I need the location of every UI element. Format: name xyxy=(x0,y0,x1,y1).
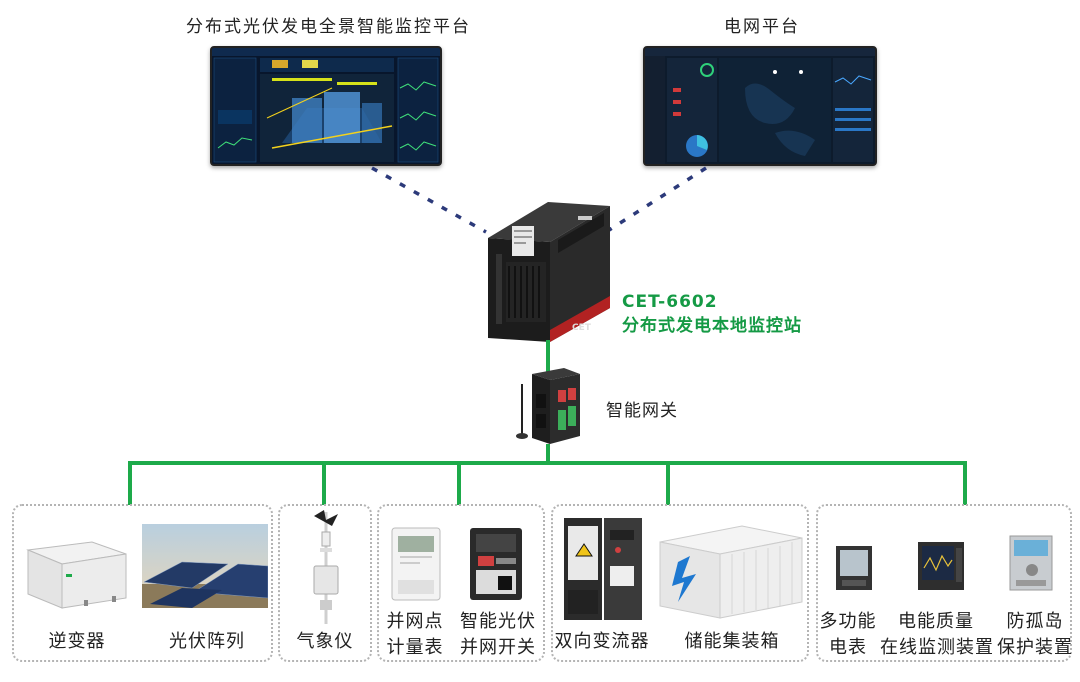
power-quality-label-line1: 电能质量 xyxy=(898,611,974,632)
storage-container-image xyxy=(659,525,803,619)
pv-switch-label-line1: 智能光伏 xyxy=(460,611,536,632)
monitoring-platform-screen xyxy=(210,46,442,166)
power-quality-monitor-image xyxy=(918,542,964,590)
power-quality-label-line2: 在线监测装置 xyxy=(880,637,994,658)
multifunction-meter-image xyxy=(836,546,872,590)
weather-station-image xyxy=(313,510,339,624)
multifunction-meter-label-line2: 电表 xyxy=(829,637,867,658)
station-label: CET-6602 分布式发电本地监控站 xyxy=(622,290,802,338)
converter-label: 双向变流器 xyxy=(554,631,650,652)
gateway-label: 智能网关 xyxy=(606,401,678,421)
weather-group xyxy=(278,504,372,662)
anti-islanding-device-image xyxy=(1009,535,1053,591)
left-platform-title: 分布式光伏发电全景智能监控平台 xyxy=(186,17,471,37)
multifunction-meter-label-line1: 多功能 xyxy=(819,611,877,632)
pv-switch-label-line2: 并网开关 xyxy=(460,637,536,658)
pv-grid-switch-image xyxy=(470,528,522,600)
station-name: 分布式发电本地监控站 xyxy=(622,316,802,336)
inverter-image xyxy=(26,541,127,609)
multifunction-meter-label: 多功能 电表 xyxy=(818,609,878,661)
grid-meter-label: 并网点 计量表 xyxy=(380,609,450,661)
right-platform-title: 电网平台 xyxy=(724,17,800,37)
anti-islanding-label-line1: 防孤岛 xyxy=(1006,611,1064,632)
storage-group xyxy=(551,504,809,662)
field-bus xyxy=(128,461,967,465)
weather-label: 气象仪 xyxy=(296,631,354,652)
inverter-label: 逆变器 xyxy=(48,631,106,652)
bus-drop-meter xyxy=(457,461,461,505)
grid-platform-screen xyxy=(643,46,877,166)
metering-group xyxy=(377,504,545,662)
monitoring-station-server xyxy=(488,202,610,342)
power-quality-label: 电能质量 在线监测装置 xyxy=(880,609,994,661)
pv-array-label: 光伏阵列 xyxy=(169,631,245,652)
protection-group xyxy=(816,504,1072,662)
grid-meter-image xyxy=(391,527,441,601)
pv-switch-label: 智能光伏 并网开关 xyxy=(455,609,541,661)
station-model: CET-6602 xyxy=(622,292,718,312)
grid-meter-label-line2: 计量表 xyxy=(386,637,444,658)
bus-drop-inverter xyxy=(128,461,132,505)
pv-array-image xyxy=(142,524,268,608)
server-gateway-link xyxy=(546,340,550,372)
bus-drop-protection xyxy=(963,461,967,505)
bidirectional-converter-image xyxy=(564,518,642,620)
anti-islanding-label: 防孤岛 保护装置 xyxy=(996,609,1074,661)
gateway-bus-link xyxy=(546,444,550,464)
smart-gateway-device xyxy=(516,368,580,444)
bus-drop-weather xyxy=(322,461,326,505)
grid-meter-label-line1: 并网点 xyxy=(386,611,444,632)
server-case-logo: CET xyxy=(572,323,591,333)
storage-label: 储能集装箱 xyxy=(684,631,780,652)
anti-islanding-label-line2: 保护装置 xyxy=(997,637,1073,658)
bus-drop-storage xyxy=(666,461,670,505)
pv-generation-group xyxy=(12,504,273,662)
